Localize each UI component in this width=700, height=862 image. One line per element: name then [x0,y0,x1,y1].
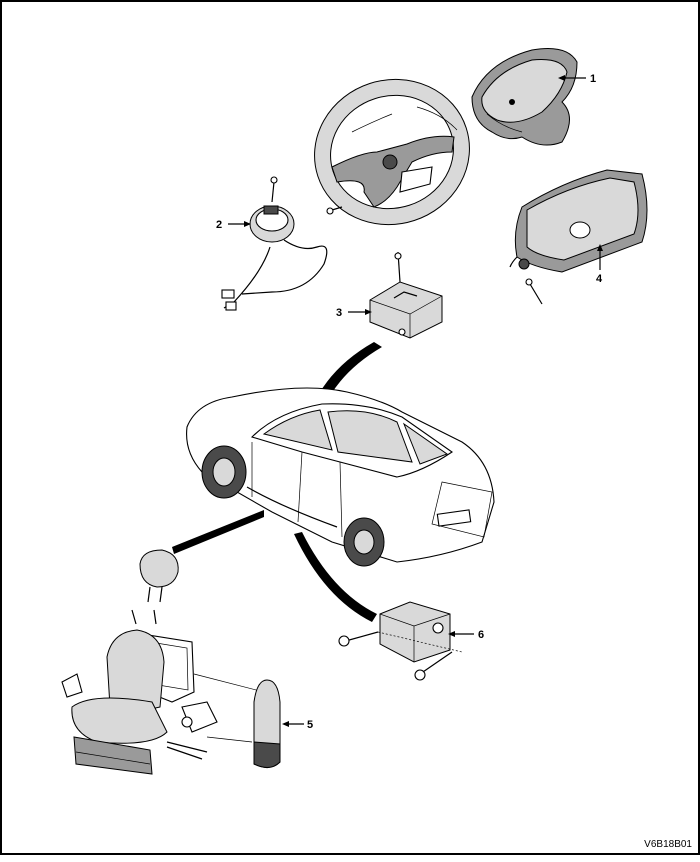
license-plate [436,509,472,527]
callout-3: 3 [336,307,342,319]
callout-5: 5 [307,719,313,731]
sedan-vehicle [186,387,495,567]
side-impact-sensor [338,601,463,681]
steering-wheel [314,78,470,226]
headrest [139,549,179,588]
front-seat [61,549,218,775]
sensing-diagnostic-module [369,251,443,339]
passenger-airbag-module [509,169,648,305]
callout-4: 4 [596,273,603,285]
screw-wheel [331,206,343,211]
callout-1: 1 [590,73,596,85]
connector-2b [225,301,237,311]
sweep-indicator-left [172,510,264,554]
screw-6b [419,651,453,675]
clock-spring-harness [241,239,328,295]
screw-4 [529,283,543,305]
sweep-indicator-lower [294,532,377,622]
figure-id: V6B18B01 [644,839,692,850]
callout-6: 6 [478,629,484,641]
clock-spring [221,176,328,311]
driver-airbag-module [471,48,578,146]
callout-2: 2 [216,219,222,231]
connector-2a [221,289,235,299]
screw-2 [271,181,275,203]
seat-side-airbag [193,673,281,768]
